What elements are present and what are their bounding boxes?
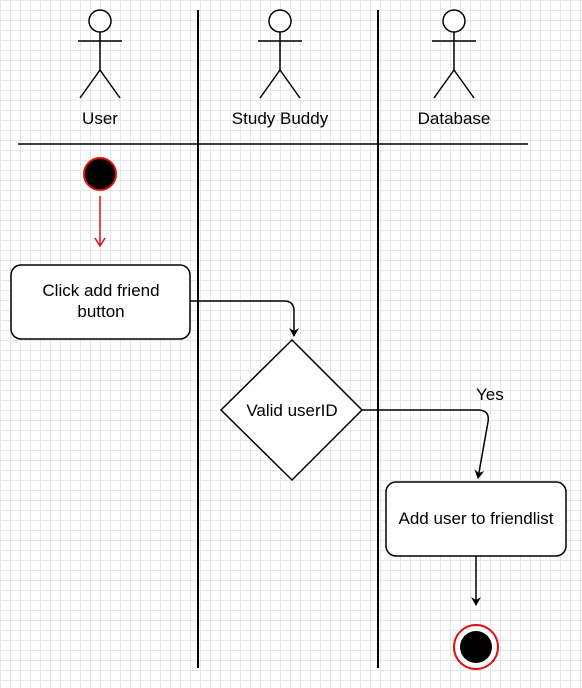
lane-label-database: Database: [418, 109, 491, 128]
action-click-add-friend-line2: button: [77, 302, 124, 321]
actor-database-icon: [432, 9, 476, 99]
decision-valid-userid-label: Valid userID: [246, 401, 337, 420]
edge-yes-label: Yes: [476, 385, 504, 404]
start-node: [83, 157, 117, 191]
lane-label-study-buddy: Study Buddy: [232, 109, 329, 128]
lane-label-user: User: [82, 109, 118, 128]
action-add-to-friendlist-label: Add user to friendlist: [399, 509, 554, 528]
decision-valid-userid: [219, 338, 364, 482]
action-click-add-friend-line1: Click add friend: [42, 281, 159, 300]
actor-study-buddy-icon: [258, 9, 302, 99]
action-click-add-friend: [10, 264, 191, 340]
edge-decision-yes: [362, 409, 490, 479]
edge-click-to-decision: [190, 300, 299, 337]
end-node-inner: [460, 631, 492, 663]
actor-user-icon: [78, 9, 122, 99]
